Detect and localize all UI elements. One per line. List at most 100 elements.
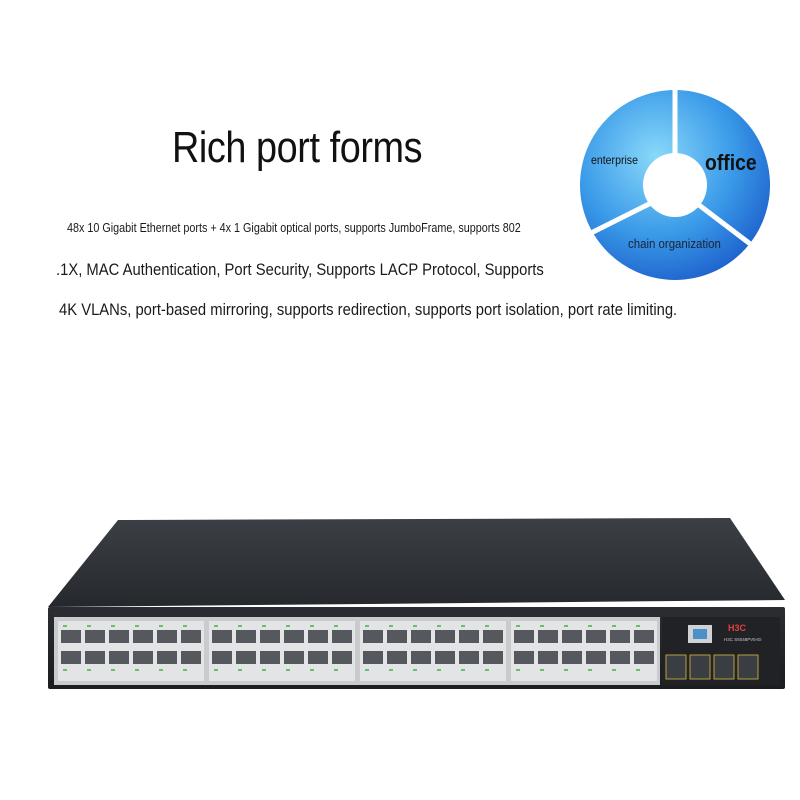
rj45-port xyxy=(181,651,201,664)
port-led xyxy=(286,669,290,671)
segment-ring-graphic xyxy=(580,85,770,280)
port-led xyxy=(365,625,369,627)
ring-label-enterprise: enterprise xyxy=(591,153,638,167)
sfp-port xyxy=(665,654,687,680)
rj45-port xyxy=(459,630,479,643)
rj45-port xyxy=(483,630,503,643)
page-title: Rich port forms xyxy=(172,123,423,172)
rj45-port xyxy=(610,630,630,643)
rj45-port xyxy=(109,630,129,643)
port-led xyxy=(564,669,568,671)
rj45-port xyxy=(610,651,630,664)
port-led xyxy=(63,669,67,671)
port-led xyxy=(135,669,139,671)
port-led xyxy=(588,625,592,627)
port-led xyxy=(286,625,290,627)
port-led xyxy=(612,625,616,627)
switch-top-cover xyxy=(48,518,785,607)
ring-hole xyxy=(643,153,707,217)
port-led xyxy=(214,669,218,671)
rj45-port xyxy=(634,651,654,664)
port-led xyxy=(238,669,242,671)
rj45-port xyxy=(212,630,232,643)
brand-logo: H3C xyxy=(728,623,747,633)
description-line-1: 48x 10 Gigabit Ethernet ports + 4x 1 Gig… xyxy=(67,220,521,235)
port-led xyxy=(461,669,465,671)
port-led xyxy=(262,625,266,627)
port-led xyxy=(636,669,640,671)
rj45-port xyxy=(61,630,81,643)
rj45-port xyxy=(332,651,352,664)
port-led xyxy=(111,625,115,627)
ring-label-chain-organization: chain organization xyxy=(628,236,721,251)
port-led xyxy=(365,669,369,671)
rj45-port xyxy=(284,651,304,664)
port-led xyxy=(485,669,489,671)
rj45-port xyxy=(586,651,606,664)
port-group xyxy=(209,621,355,681)
rj45-port xyxy=(284,630,304,643)
model-label: H3C S5048PV5-EI xyxy=(724,637,762,642)
port-led xyxy=(564,625,568,627)
description-line-3: 4K VLANs, port-based mirroring, supports… xyxy=(59,300,678,319)
rj45-port xyxy=(85,630,105,643)
port-group xyxy=(58,621,204,681)
ring-divider xyxy=(584,200,654,238)
port-led xyxy=(612,669,616,671)
rj45-port xyxy=(85,651,105,664)
rj45-port xyxy=(157,651,177,664)
port-led xyxy=(238,625,242,627)
port-led xyxy=(389,625,393,627)
port-led xyxy=(437,625,441,627)
rj45-port xyxy=(538,630,558,643)
rj45-port xyxy=(459,651,479,664)
port-led xyxy=(262,669,266,671)
rj45-port xyxy=(634,630,654,643)
port-led xyxy=(588,669,592,671)
rj45-port xyxy=(562,630,582,643)
rj45-port xyxy=(133,630,153,643)
ring-label-office: office xyxy=(705,150,757,175)
rj45-port xyxy=(387,630,407,643)
rj45-port xyxy=(435,651,455,664)
rj45-port xyxy=(308,651,328,664)
port-led xyxy=(540,625,544,627)
port-led xyxy=(310,669,314,671)
rj45-port xyxy=(109,651,129,664)
sfp-port xyxy=(737,654,759,680)
rj45-port xyxy=(562,651,582,664)
port-led xyxy=(334,625,338,627)
rj45-port xyxy=(411,651,431,664)
port-led xyxy=(437,669,441,671)
sfp-port-row xyxy=(665,654,759,680)
rj45-port xyxy=(236,630,256,643)
rj45-port xyxy=(181,630,201,643)
rj45-port xyxy=(332,630,352,643)
port-led xyxy=(159,669,163,671)
rj45-port xyxy=(435,630,455,643)
rj45-port xyxy=(514,630,534,643)
port-led xyxy=(63,625,67,627)
rj45-port-grid xyxy=(58,621,657,681)
rj45-port xyxy=(363,651,383,664)
port-led xyxy=(413,625,417,627)
port-led xyxy=(159,625,163,627)
sfp-port xyxy=(689,654,711,680)
port-led xyxy=(389,669,393,671)
port-led xyxy=(214,625,218,627)
rj45-port xyxy=(586,630,606,643)
rj45-port xyxy=(514,651,534,664)
port-led xyxy=(516,669,520,671)
port-led xyxy=(516,625,520,627)
rj45-port xyxy=(133,651,153,664)
rj45-port xyxy=(61,651,81,664)
rj45-port xyxy=(387,651,407,664)
rj45-port xyxy=(260,630,280,643)
port-led xyxy=(111,669,115,671)
rj45-port xyxy=(411,630,431,643)
port-led xyxy=(413,669,417,671)
rj45-port xyxy=(538,651,558,664)
port-led xyxy=(485,625,489,627)
description-line-2: .1X, MAC Authentication, Port Security, … xyxy=(56,260,544,279)
port-group xyxy=(511,621,657,681)
